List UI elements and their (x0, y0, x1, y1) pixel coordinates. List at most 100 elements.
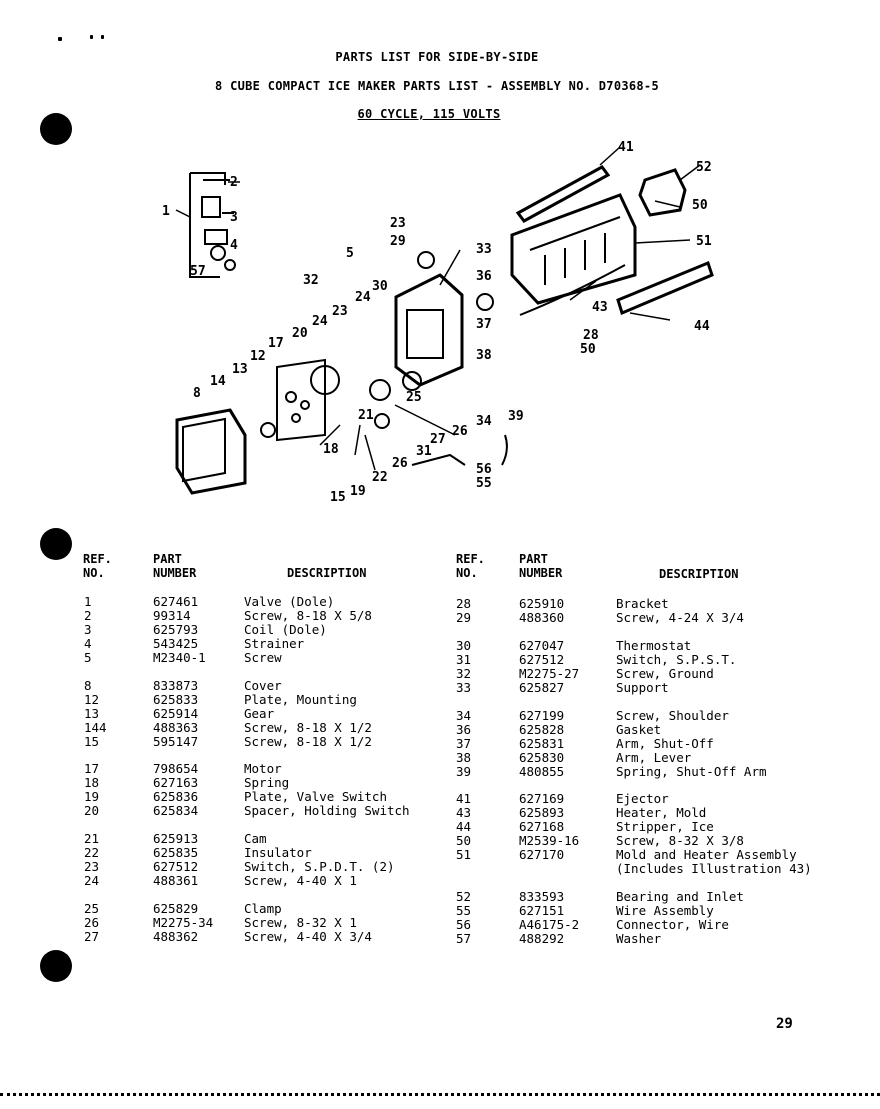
ref-no-cell: 13 (84, 706, 100, 721)
ref-no-cell: 4 (84, 636, 92, 651)
ref-no-cell: 19 (84, 789, 100, 804)
callout: 33 (476, 242, 492, 257)
callout: 18 (323, 442, 339, 457)
leader-lines (175, 146, 701, 471)
description-cell: Gasket (616, 722, 662, 737)
ice-mold-drawing (510, 193, 637, 305)
callout: 29 (390, 234, 406, 249)
part-number-cell: M2539-16 (519, 833, 580, 848)
stripper-drawing (616, 261, 714, 316)
description-cell: Cam (244, 831, 267, 846)
ref-no-cell: 24 (84, 873, 100, 888)
part-number-cell: M2340-1 (153, 650, 206, 665)
description-cell: Clamp (244, 901, 282, 916)
ref-no-cell: 51 (456, 847, 472, 862)
ref-no-cell: 39 (456, 764, 472, 779)
binder-hole (40, 950, 72, 982)
callout: 51 (696, 234, 712, 249)
part-number-cell: 833593 (519, 889, 565, 904)
header-part-number-right: PART NUMBER (519, 552, 563, 580)
part-number-cell: 543425 (153, 636, 199, 651)
part-number-cell: 798654 (153, 761, 199, 776)
binder-hole (40, 528, 72, 560)
callout: 24 (355, 290, 371, 305)
callout-labels: 1 2 3 4 57 5 8 12 13 14 15 17 18 19 20 2… (162, 140, 712, 505)
description-cell: Spacer, Holding Switch (244, 803, 410, 818)
description-cell: Insulator (244, 845, 312, 860)
description-cell: Screw, 8-18 X 1/2 (244, 734, 372, 749)
description-cell: Screw, 8-18 X 1/2 (244, 720, 372, 735)
ref-no-cell: 29 (456, 610, 472, 625)
callout: 2 (230, 175, 238, 190)
bearing-drawing (638, 168, 687, 217)
ref-no-cell: 56 (456, 917, 472, 932)
ref-no-cell: 17 (84, 761, 100, 776)
callout: 12 (250, 349, 266, 364)
ref-no-cell: 43 (456, 805, 472, 820)
description-cell: Screw, 4-40 X 3/4 (244, 929, 372, 944)
motor-drawing (310, 365, 340, 395)
ref-no-cell: 144 (84, 720, 107, 735)
ref-no-cell: 41 (456, 791, 472, 806)
callout: 26 (392, 456, 408, 471)
ref-no-cell: 1 (84, 594, 92, 609)
heater-drawing (519, 264, 626, 316)
part-number-cell: M2275-34 (153, 915, 214, 930)
description-cell: Switch, S.P.S.T. (616, 652, 737, 667)
description-cell: Spring, Shut-Off Arm (616, 764, 767, 779)
part-number-cell: 627170 (519, 847, 565, 862)
scan-mark (58, 37, 62, 41)
exploded-parts-diagram: 1 2 3 4 57 5 8 12 13 14 15 17 18 19 20 2… (162, 140, 714, 505)
ref-no-cell: 5 (84, 650, 92, 665)
callout: 1 (162, 204, 170, 219)
part-number-cell: 625913 (153, 831, 199, 846)
description-cell: Thermostat (616, 638, 692, 653)
ref-no-cell: 18 (84, 775, 100, 790)
part-number-cell: 627199 (519, 708, 565, 723)
part-number-cell: 480855 (519, 764, 565, 779)
description-cell: Motor (244, 761, 282, 776)
description-cell: Bearing and Inlet (616, 889, 744, 904)
description-cell: (Includes Illustration 43) (616, 861, 812, 876)
description-cell: Spring (244, 775, 290, 790)
description-cell: Strainer (244, 636, 305, 651)
header-ref-no-left: REF. NO. (83, 552, 112, 580)
description-cell: Screw, Ground (616, 666, 714, 681)
callout: 27 (430, 432, 446, 447)
description-cell: Wire Assembly (616, 903, 714, 918)
callout: 30 (372, 279, 388, 294)
part-number-cell: 625827 (519, 680, 565, 695)
callout: 23 (332, 304, 348, 319)
callout: 43 (592, 300, 608, 315)
description-cell: Valve (Dole) (244, 594, 335, 609)
part-number-cell: 488361 (153, 873, 199, 888)
description-cell: Heater, Mold (616, 805, 707, 820)
description-cell: Screw, Shoulder (616, 708, 729, 723)
part-number-cell: 625829 (153, 901, 199, 916)
description-cell: Gear (244, 706, 275, 721)
description-cell: Plate, Mounting (244, 692, 357, 707)
support-drawing (394, 273, 464, 387)
ref-no-cell: 20 (84, 803, 100, 818)
ref-no-cell: 57 (456, 931, 472, 946)
valve-assembly-drawing (189, 172, 236, 278)
ref-no-cell: 31 (456, 652, 472, 667)
part-number-cell: 627151 (519, 903, 565, 918)
callout: 52 (696, 160, 712, 175)
callout: 3 (230, 210, 238, 225)
ref-no-cell: 2 (84, 608, 92, 623)
callout: 50 (580, 342, 596, 357)
ref-no-cell: 30 (456, 638, 472, 653)
page-bottom-edge (0, 1093, 880, 1096)
description-cell: Screw, 4-24 X 3/4 (616, 610, 744, 625)
description-cell: Screw, 8-32 X 3/8 (616, 833, 744, 848)
callout: 32 (303, 273, 319, 288)
part-number-cell: 625835 (153, 845, 199, 860)
ref-no-cell: 38 (456, 750, 472, 765)
callout: 24 (312, 314, 328, 329)
callout: 4 (230, 238, 238, 253)
callout: 39 (508, 409, 524, 424)
part-number-cell: 625893 (519, 805, 565, 820)
ref-no-cell: 3 (84, 622, 92, 637)
gasket-drawing (476, 293, 494, 311)
